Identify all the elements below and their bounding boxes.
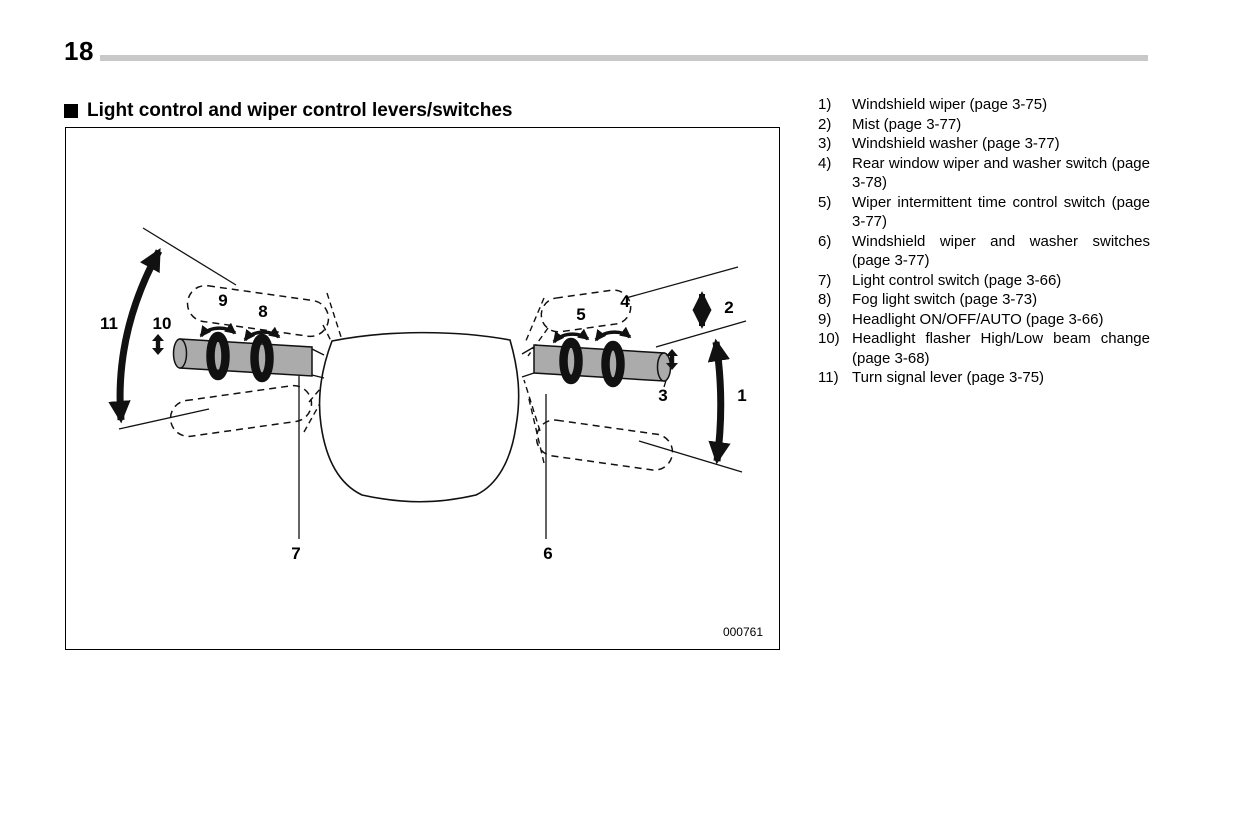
- figure-box: 1 2 3 4 5 6 7 8 9 10 11 000761: [65, 127, 780, 650]
- legend-item-4: 4) Rear window wiper and washer switch (…: [818, 154, 1150, 193]
- steering-wheel: [318, 331, 520, 503]
- square-bullet-icon: [64, 104, 78, 118]
- legend-item-1: 1) Windshield wiper (page 3-75): [818, 95, 1150, 115]
- right-lever-down-position: [535, 419, 674, 471]
- legend-item-number: 2): [818, 115, 832, 133]
- rear-wiper-ring: [601, 340, 625, 388]
- fog-ring-rotate-arrow: [243, 326, 281, 342]
- right-lever-up-position: [540, 289, 632, 333]
- top-rule-divider: [100, 55, 1148, 61]
- legend-item-text: Mist (page 3-77): [852, 115, 962, 133]
- callout-3: 3: [658, 386, 667, 405]
- legend-item-text: Light control switch (page 3-66): [852, 271, 1062, 289]
- page-number: 18: [64, 36, 94, 66]
- wiper-range-arrow: [707, 338, 731, 465]
- legend-item-6: 6) Windshield wiper and washer switches …: [818, 232, 1150, 271]
- callout-1: 1: [737, 386, 746, 405]
- legend-item-8: 8) Fog light switch (page 3-73): [818, 290, 1150, 310]
- section-heading: Light control and wiper control levers/s…: [64, 100, 512, 122]
- left-lever-up-position: [186, 284, 330, 338]
- legend-item-3: 3) Windshield washer (page 3-77): [818, 134, 1150, 154]
- legend-item-number: 7): [818, 271, 832, 289]
- callout-10: 10: [153, 314, 172, 333]
- legend-item-11: 11) Turn signal lever (page 3-75): [818, 368, 1150, 388]
- wiper-lever: [521, 326, 678, 388]
- legend-item-number: 1): [818, 96, 832, 113]
- legend-item-text: Windshield wiper (page 3-75): [852, 96, 1048, 113]
- leader-lines: [118, 227, 747, 539]
- legend-item-number: 5): [818, 193, 832, 211]
- legend-item-text: Rear window wiper and washer switch (pag…: [852, 154, 1150, 192]
- callout-2: 2: [724, 298, 733, 317]
- legend-item-2: 2) Mist (page 3-77): [818, 115, 1150, 135]
- left-stalk-body: [179, 338, 313, 377]
- callout-7: 7: [291, 544, 300, 563]
- legend-item-text: Turn signal lever (page 3-75): [852, 369, 1045, 386]
- legend-item-number: 6): [818, 232, 832, 250]
- legend-item-7: 7) Light control switch (page 3-66): [818, 271, 1150, 291]
- legend-item-text: Windshield washer (page 3-77): [852, 135, 1060, 152]
- controls-diagram: 1 2 3 4 5 6 7 8 9 10 11 000761: [100, 227, 763, 639]
- legend-item-9: 9) Headlight ON/OFF/AUTO (page 3-66): [818, 310, 1150, 330]
- callout-6: 6: [543, 544, 552, 563]
- legend-item-5: 5) Wiper intermittent time control switc…: [818, 193, 1150, 232]
- turn-signal-lever: [152, 322, 325, 383]
- legend-item-text: Headlight ON/OFF/AUTO (page 3-66): [852, 310, 1104, 328]
- legend-item-number: 11): [818, 369, 839, 386]
- section-heading-text: Light control and wiper control levers/s…: [87, 100, 513, 121]
- intermittent-ring-rotate-arrow: [552, 328, 590, 344]
- callout-11: 11: [100, 314, 118, 333]
- right-stalk-boot: [521, 346, 535, 378]
- right-stalk-tip: [656, 352, 672, 382]
- legend-item-number: 9): [818, 310, 832, 328]
- legend-item-10: 10) Headlight flasher High/Low beam chan…: [818, 329, 1150, 368]
- legend-item-number: 8): [818, 291, 832, 308]
- left-lever-down-position: [169, 384, 313, 438]
- legend-item-text: Fog light switch (page 3-73): [852, 291, 1038, 308]
- legend-item-number: 10): [818, 330, 840, 347]
- legend-item-number: 3): [818, 135, 832, 152]
- rear-wiper-ring-rotate-arrow: [594, 326, 632, 342]
- callout-9: 9: [218, 291, 227, 310]
- legend-list: 1) Windshield wiper (page 3-75) 2) Mist …: [818, 95, 1150, 388]
- legend-item-text: Windshield wiper and washer switches (pa…: [852, 232, 1150, 270]
- left-stalk-boot: [311, 348, 325, 379]
- right-stalk-body: [533, 344, 665, 382]
- callout-5: 5: [576, 305, 585, 324]
- legend-item-text: Wiper intermittent time control switch (…: [852, 193, 1150, 231]
- callout-8: 8: [258, 302, 267, 321]
- legend-item-number: 4): [818, 154, 832, 172]
- washer-push-icon: [666, 349, 678, 370]
- turn-signal-range-arrow: [108, 248, 163, 424]
- headlight-ring-rotate-arrow: [199, 322, 237, 338]
- figure-number: 000761: [723, 625, 763, 639]
- callout-4: 4: [620, 292, 630, 311]
- left-stalk-tip: [172, 338, 188, 369]
- legend-item-text: Headlight flasher High/Low beam change (…: [852, 330, 1150, 367]
- headlight-flasher-push-icon: [152, 334, 164, 355]
